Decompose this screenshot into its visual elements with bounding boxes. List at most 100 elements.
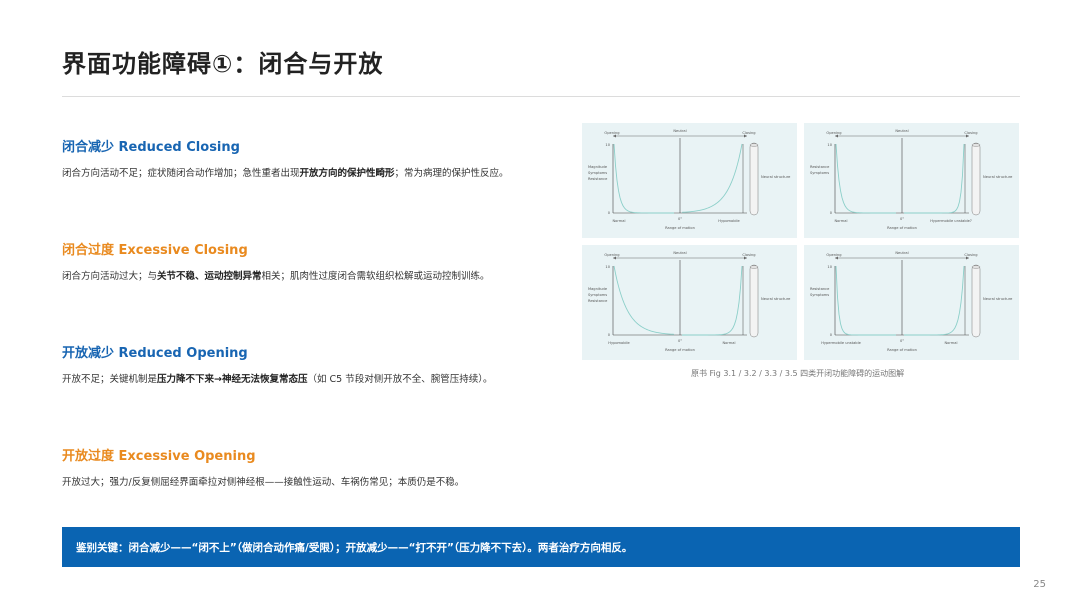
arrowhead-right-icon <box>744 256 747 260</box>
section-body: 开放过大；强力/反复侧屈经界面牵拉对侧神经根——接触性运动、车祸伤常见；本质仍是… <box>62 473 534 492</box>
y-tick-max: 10 <box>827 265 832 269</box>
x-label-center: 0° <box>678 217 682 221</box>
x-axis-label: Range of motion <box>887 348 917 352</box>
body-emphasis: 开放方向的保护性畸形 <box>299 168 395 179</box>
body-text: 开放过大；强力/反复侧屈经界面牵拉对侧神经根——接触性运动、车祸伤常见；本质仍是… <box>62 477 465 488</box>
x-label-right: Hypermobile unstable? <box>930 219 972 223</box>
y-axis-label: Resistance <box>588 299 608 303</box>
neural-structure-icon <box>971 264 981 338</box>
title-divider <box>62 96 1020 97</box>
label-closing: Closing <box>742 253 755 257</box>
label-neural-structure: Neural structure <box>983 175 1013 179</box>
y-axis-label: Resistance <box>588 177 608 181</box>
neural-structure-icon <box>749 264 759 338</box>
label-neutral: Neutral <box>673 129 686 133</box>
label-opening: Opening <box>826 131 841 135</box>
body-emphasis: 压力降不下来→神经无法恢复常态压 <box>157 374 308 385</box>
arrowhead-right-icon <box>966 256 969 260</box>
label-neural-structure: Neural structure <box>761 175 791 179</box>
y-tick-min: 0 <box>608 333 611 337</box>
y-tick-min: 0 <box>830 211 833 215</box>
y-axis-label: Magnitude <box>588 165 608 169</box>
y-tick-min: 0 <box>608 211 611 215</box>
x-axis-label: Range of motion <box>887 226 917 230</box>
body-emphasis: 关节不稳、运动控制异常 <box>157 271 262 282</box>
section-heading: 开放过度 Excessive Opening <box>62 449 256 464</box>
curve-closing <box>904 143 965 214</box>
x-axis-label: Range of motion <box>665 348 695 352</box>
section-excessive-closing: 闭合过度 Excessive Closing 闭合方向活动过大；与关节不稳、运动… <box>62 239 534 286</box>
y-axis-label: Symptoms <box>810 293 829 297</box>
body-text: ；常为病理的保护性反应。 <box>394 168 509 179</box>
body-text: 闭合方向活动不足；症状随闭合动作增加；急性重者出现 <box>62 168 300 179</box>
label-closing: Closing <box>964 131 977 135</box>
label-closing: Closing <box>964 253 977 257</box>
arrowhead-left-icon <box>613 256 616 260</box>
arrowhead-left-icon <box>613 134 616 138</box>
y-axis-label: Symptoms <box>810 171 829 175</box>
arrowhead-right-icon <box>744 134 747 138</box>
section-excessive-opening: 开放过度 Excessive Opening 开放过大；强力/反复侧屈经界面牵拉… <box>62 445 534 492</box>
cylinder-top-icon <box>749 143 759 147</box>
label-closing: Closing <box>742 131 755 135</box>
y-axis-label: Resistance <box>810 165 830 169</box>
curve-closing <box>904 265 965 336</box>
section-body: 闭合方向活动不足；症状随闭合动作增加；急性重者出现开放方向的保护性畸形；常为病理… <box>62 164 534 183</box>
y-tick-max: 10 <box>605 143 610 147</box>
label-opening: Opening <box>604 253 619 257</box>
curve-opening <box>613 143 674 214</box>
banner-text: 鉴别关键：闭合减少——“闭不上”（做闭合动作痛/受限）；开放减少——“打不开”（… <box>76 541 633 554</box>
y-tick-min: 0 <box>830 333 833 337</box>
arrowhead-left-icon <box>835 134 838 138</box>
label-opening: Opening <box>604 131 619 135</box>
curve-closing <box>681 143 743 213</box>
y-tick-max: 10 <box>827 143 832 147</box>
y-tick-max: 10 <box>605 265 610 269</box>
x-label-right: Normal <box>944 341 957 345</box>
label-opening: Opening <box>826 253 841 257</box>
section-reduced-opening: 开放减少 Reduced Opening 开放不足；关键机制是压力降不下来→神经… <box>62 342 534 389</box>
neural-structure-icon <box>971 142 981 216</box>
section-heading: 开放减少 Reduced Opening <box>62 346 248 361</box>
key-point-banner: 鉴别关键：闭合减少——“闭不上”（做闭合动作痛/受限）；开放减少——“打不开”（… <box>62 527 1020 567</box>
section-body: 开放不足；关键机制是压力降不下来→神经无法恢复常态压（如 C5 节段对侧开放不全… <box>62 370 534 389</box>
y-axis-label: Symptoms <box>588 171 607 175</box>
y-axis-label: Symptoms <box>588 293 607 297</box>
label-neural-structure: Neural structure <box>761 297 791 301</box>
x-label-left: Normal <box>612 219 625 223</box>
curve-opening <box>835 143 896 214</box>
label-neural-structure: Neural structure <box>983 297 1013 301</box>
curve-opening <box>835 265 896 336</box>
body-text: （如 C5 节段对侧开放不全、腕管压持续）。 <box>307 374 493 385</box>
x-label-right: Normal <box>722 341 735 345</box>
neural-structure-icon <box>749 142 759 216</box>
arrowhead-right-icon <box>966 134 969 138</box>
cylinder-top-icon <box>971 143 981 147</box>
section-heading: 闭合过度 Excessive Closing <box>62 243 248 258</box>
curve-closing <box>682 265 743 336</box>
x-label-left: Normal <box>834 219 847 223</box>
section-reduced-closing: 闭合减少 Reduced Closing 闭合方向活动不足；症状随闭合动作增加；… <box>62 136 534 183</box>
cylinder-top-icon <box>749 265 759 269</box>
x-label-right: Hypomobile <box>718 219 740 223</box>
section-body: 闭合方向活动过大；与关节不稳、运动控制异常相关；肌肉性过度闭合需软组织松解或运动… <box>62 267 534 286</box>
cylinder-top-icon <box>971 265 981 269</box>
x-label-left: Hypermobile unstable <box>821 341 861 345</box>
x-label-center: 0° <box>900 339 904 343</box>
label-neutral: Neutral <box>895 251 908 255</box>
x-label-center: 0° <box>900 217 904 221</box>
y-axis-label: Resistance <box>810 287 830 291</box>
body-text: 开放不足；关键机制是 <box>62 374 158 385</box>
page-title: 界面功能障碍①：闭合与开放 <box>62 50 384 78</box>
x-axis-label: Range of motion <box>665 226 695 230</box>
label-neutral: Neutral <box>895 129 908 133</box>
body-text: 相关；肌肉性过度闭合需软组织松解或运动控制训练。 <box>261 271 490 282</box>
